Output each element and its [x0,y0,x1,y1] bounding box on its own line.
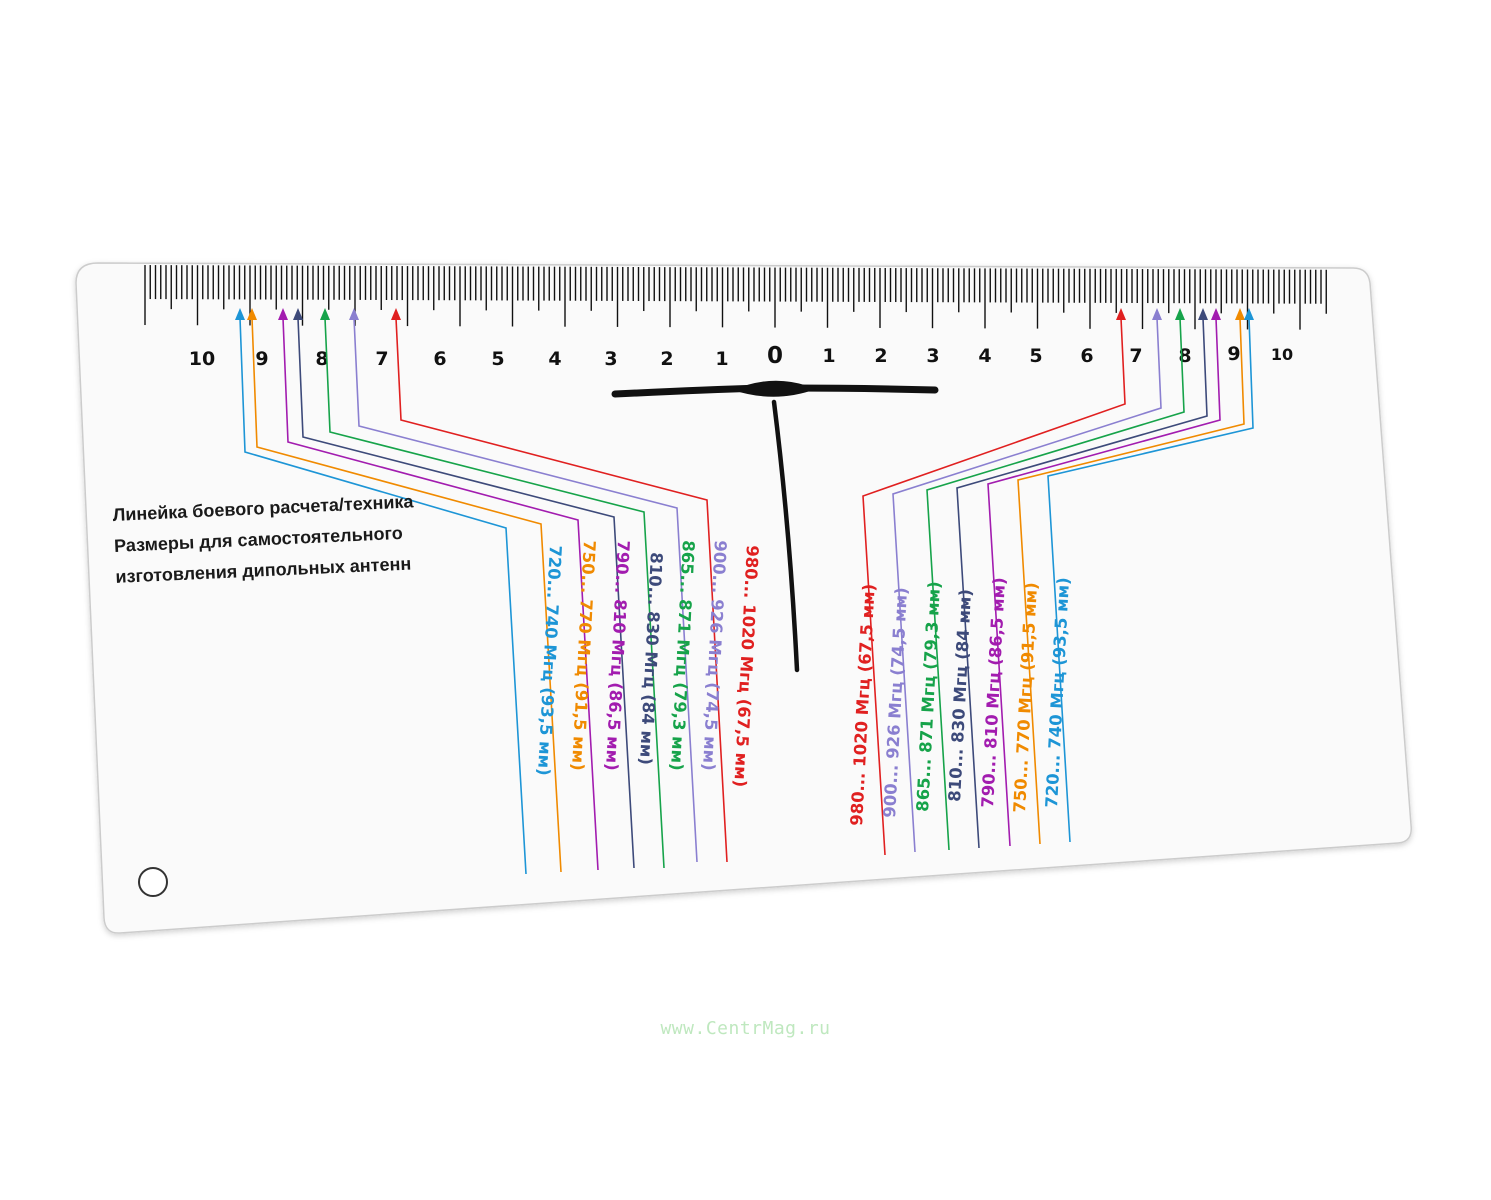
arrow-marker [1244,308,1254,320]
leader-line [862,317,1126,856]
arrow-marker [235,308,245,320]
leader-line [395,317,728,863]
scale-number: 10 [189,348,215,370]
arrow-marker [391,308,401,320]
watermark: www.CentrMag.ru [660,1018,831,1039]
scale-number: 2 [874,345,887,367]
scale-number: 5 [1029,345,1042,367]
scale-number: 9 [255,348,268,370]
leader-line [251,317,562,873]
arrow-marker [293,308,303,320]
scale-number: 6 [1080,345,1093,367]
leader-line [956,317,1208,849]
leader-line [282,317,599,871]
arrow-marker [247,308,257,320]
leader-line [353,317,698,863]
arrow-marker [1152,308,1162,320]
arrow-marker [349,308,359,320]
ruler-ticks [144,265,1327,330]
scale-number: 7 [1129,345,1142,367]
arrow-marker [1211,308,1221,320]
scale-number: 2 [660,348,673,370]
band-leader-lines [235,308,1254,875]
dipole-antenna-icon [611,380,939,673]
scale-number: 10 [1271,345,1293,364]
scale-number: 7 [375,348,388,370]
scale-number: 8 [1178,345,1191,367]
leader-line [239,317,527,875]
arrow-marker [278,308,288,320]
leader-line [987,317,1221,847]
leader-line [297,317,635,869]
scale-number: 1 [715,348,728,370]
scale-number: 6 [433,348,446,370]
arrow-marker [1175,308,1185,320]
ruler-card [75,262,1412,934]
leader-line [892,317,1162,853]
arrow-marker [1198,308,1208,320]
arrow-marker [320,308,330,320]
scale-number: 8 [315,348,328,370]
scale-number: 5 [491,348,504,370]
leader-line [324,317,665,869]
leader-line [1047,317,1254,843]
scale-number: 4 [548,348,561,370]
scale-number: 3 [926,345,939,367]
scale-number-zero: 0 [767,343,783,369]
scale-number: 9 [1227,343,1240,365]
hanging-hole [138,867,168,897]
scale-number: 4 [978,345,991,367]
arrow-marker [1116,308,1126,320]
scale-number: 3 [604,348,617,370]
arrow-marker [1235,308,1245,320]
ruler-title: Линейка боевого расчета/техника Размеры … [112,482,516,593]
scale-number: 1 [822,345,835,367]
leader-line [926,317,1185,851]
leader-line [1017,317,1245,845]
